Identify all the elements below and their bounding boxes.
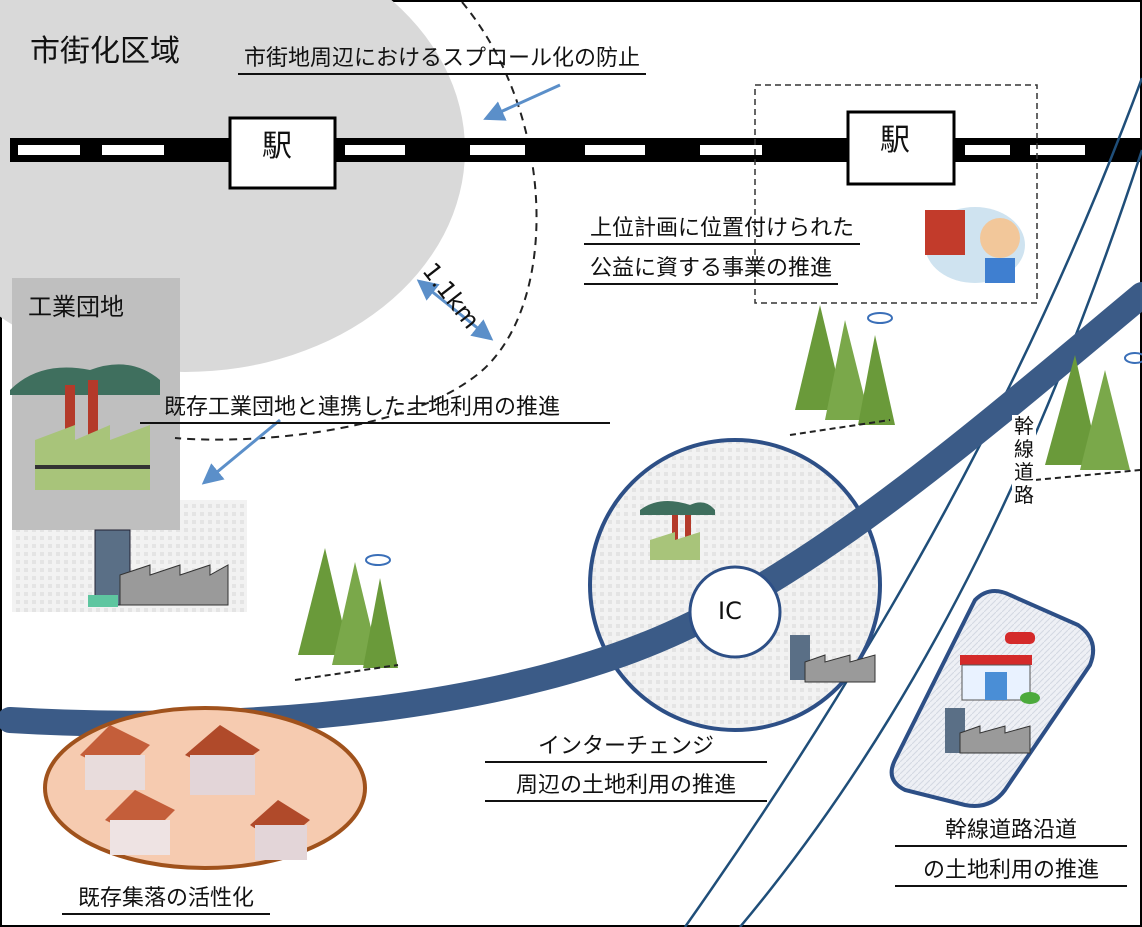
- measure-village-revitalization: 既存集落の活性化: [62, 886, 271, 916]
- station-box-right: [846, 110, 956, 186]
- public-project-illustration: [925, 207, 1025, 283]
- station-box-left: [228, 116, 337, 190]
- measure-roadside-line2: の土地利用の推進: [895, 858, 1127, 888]
- trees-center: [789, 305, 895, 436]
- trees-right: [1034, 352, 1142, 481]
- roadside-office-factory-icon: [945, 708, 1031, 754]
- measure-ic-line2: 周辺の土地利用の推進: [485, 773, 767, 803]
- interchange-label: IC: [718, 597, 742, 625]
- trees-left: [294, 548, 399, 681]
- radius-1-1km-boundary: [174, 1, 538, 441]
- ic-office-factory-icon: [790, 635, 876, 683]
- station-label-right: 駅: [880, 123, 910, 158]
- trunk-road-lines: [683, 77, 1142, 927]
- station-label-left: 駅: [262, 129, 292, 164]
- arrow-industrial: [201, 418, 281, 485]
- arrow-sprawl: [483, 83, 561, 121]
- ic-factory-icon: [640, 501, 715, 560]
- interchange-node: [688, 565, 782, 659]
- arrow-distance: [416, 279, 494, 341]
- station-area-dashed-box: [754, 84, 1038, 304]
- measure-roadside-line1: 幹線道路沿道: [895, 818, 1127, 848]
- measure-industrial-linked: 既存工業団地と連携した土地利用の推進: [140, 395, 611, 425]
- measure-public-projects-line1: 上位計画に位置付けられた: [584, 216, 861, 246]
- factory-icon: [10, 364, 160, 490]
- measure-public-projects-line2: 公益に資する事業の推進: [584, 256, 839, 286]
- trunk-road-label: 幹線道路: [1012, 414, 1036, 507]
- urban-area-label: 市街化区域: [30, 34, 180, 69]
- measure-sprawl-prevention: 市街地周辺におけるスプロール化の防止: [238, 46, 647, 76]
- office-factory-icon: [88, 529, 229, 607]
- roadside-shop-icon: [960, 632, 1040, 704]
- railway-dashes: [18, 145, 1085, 155]
- industrial-park-label: 工業団地: [28, 293, 124, 321]
- measure-ic-line1: インターチェンジ: [485, 734, 767, 764]
- village-houses: [80, 725, 310, 860]
